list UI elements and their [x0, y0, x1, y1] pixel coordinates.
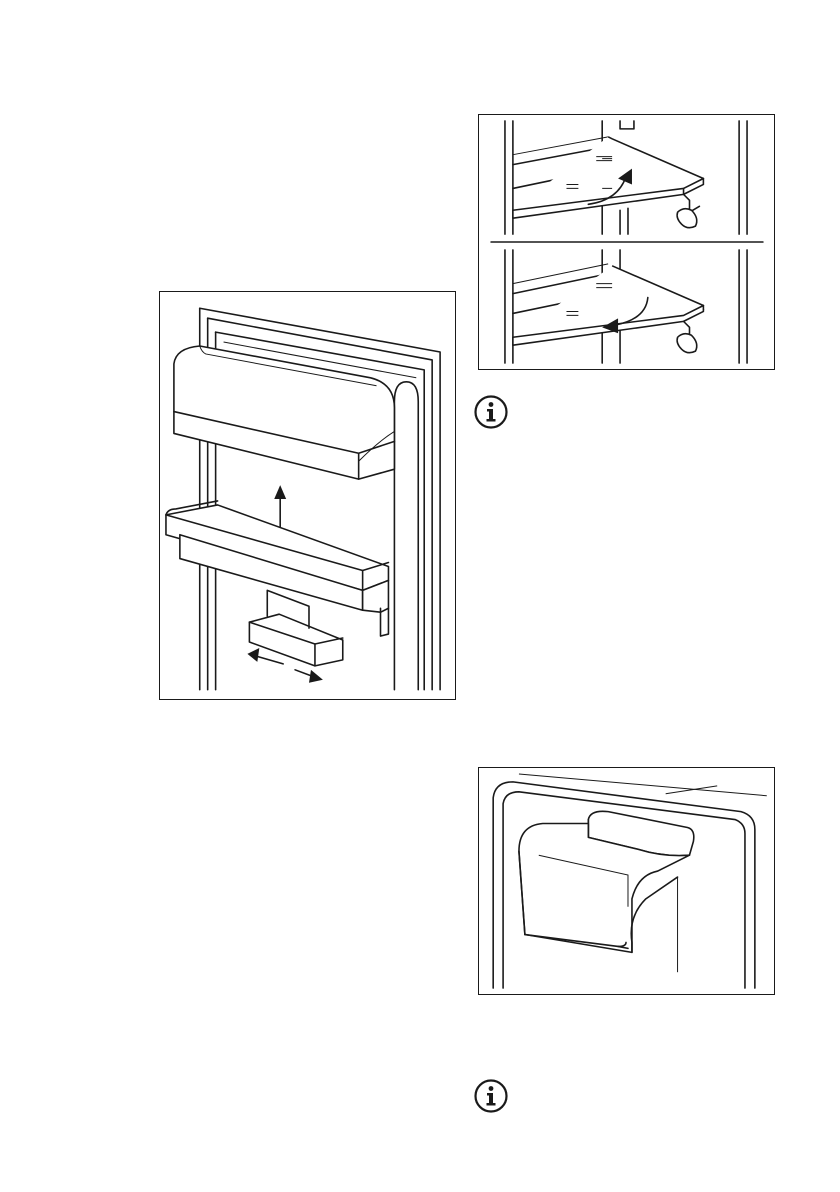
- glass-shelf-adjust-illustration: [478, 114, 775, 370]
- glass-shelf-drawing: [479, 115, 774, 369]
- info-icon: [473, 394, 509, 430]
- shelf-cover-illustration: [478, 767, 775, 995]
- door-shelf-illustration: [159, 291, 456, 700]
- door-shelf-drawing: [160, 292, 455, 699]
- info-icon: [473, 1078, 509, 1114]
- shelf-cover-drawing: [479, 768, 774, 994]
